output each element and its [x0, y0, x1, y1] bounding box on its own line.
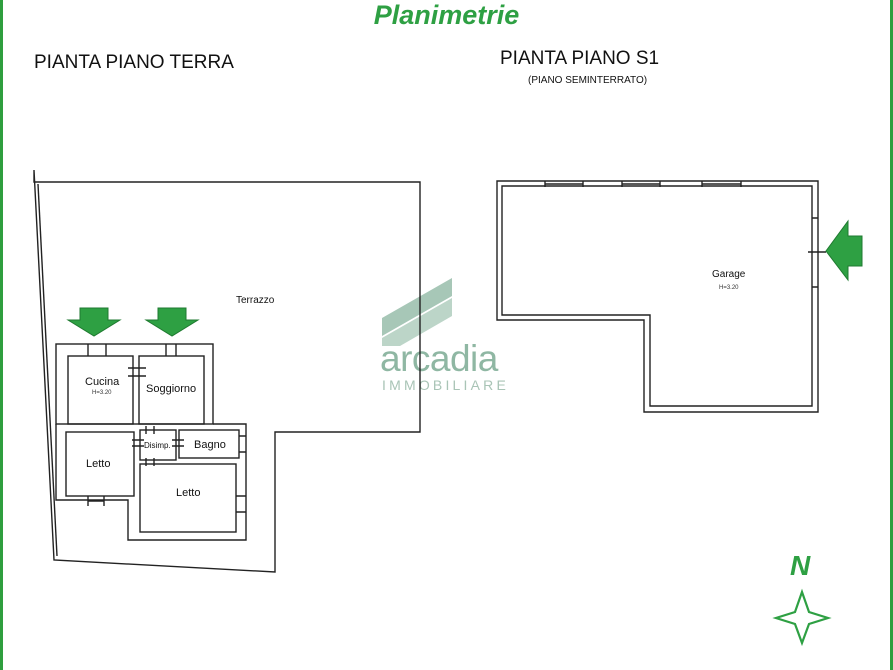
north-star-icon [772, 588, 832, 647]
room-label-bath: Bagno [194, 439, 226, 451]
compass-north-letter: N [790, 550, 811, 581]
room-label-kitchen: Cucina [85, 376, 120, 388]
entrance-arrow-icon [144, 307, 200, 337]
room-label-garage-height: H=3.20 [719, 285, 739, 291]
apartment-walls [55, 343, 214, 425]
basement-floor-heading: PIANTA PIANO S1 [500, 48, 660, 69]
room-label-hall: Disimp. [144, 441, 171, 450]
basement-floor-subheading: (PIANO SEMINTERRATO) [528, 75, 648, 86]
page-title: Planimetrie [373, 0, 520, 30]
room-label-kitchen-height: H=3.20 [92, 390, 112, 396]
watermark-brand: arcadia [380, 338, 498, 379]
terrace-outline [33, 169, 421, 573]
garage-entrance-arrow-icon [825, 219, 863, 282]
entrance-arrow-icon [66, 307, 122, 337]
room-label-bedroom-1: Letto [86, 458, 110, 470]
watermark-tagline: IMMOBILIARE [382, 377, 509, 393]
room-label-living: Soggiorno [146, 383, 196, 395]
room-label-terrace: Terrazzo [236, 295, 275, 306]
garage-outline [496, 180, 819, 413]
room-label-garage: Garage [712, 269, 746, 280]
ground-floor-heading: PIANTA PIANO TERRA [34, 52, 234, 73]
room-label-bedroom-2: Letto [176, 487, 200, 499]
